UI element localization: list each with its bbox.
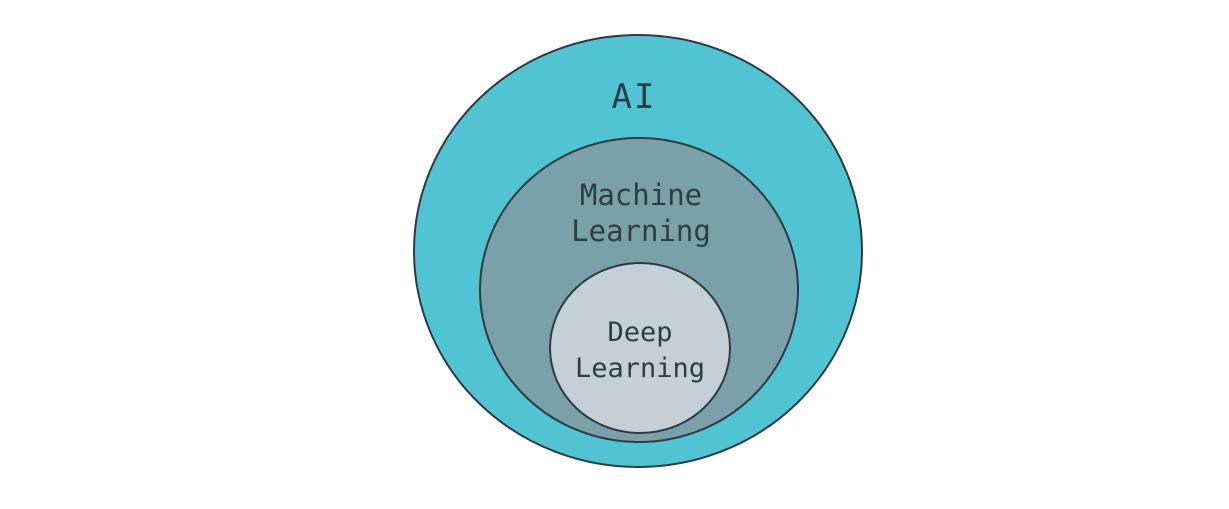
ai-label: AI [611, 77, 657, 117]
machine-learning-label: Machine Learning [571, 178, 711, 248]
deep-learning-label: Deep Learning [574, 317, 706, 384]
deep-learning-circle [549, 262, 731, 434]
